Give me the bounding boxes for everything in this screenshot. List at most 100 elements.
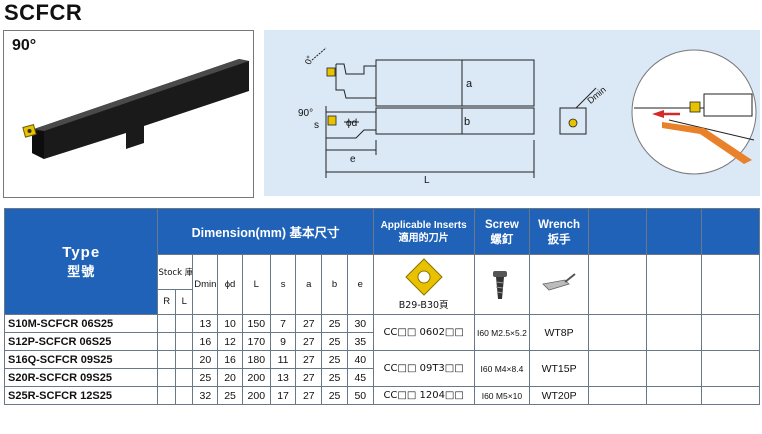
page-title: SCFCR — [4, 0, 83, 25]
row-L: 170 — [241, 332, 271, 351]
row-b: 25 — [321, 332, 348, 351]
blank-sub-3 — [701, 254, 760, 315]
col-dmin: Dmin — [192, 254, 219, 315]
row-type: S16Q-SCFCR 09S25 — [3, 350, 159, 369]
wrench-header: Wrench — [538, 218, 581, 231]
group-screw: I60 M2.5×5.2 — [473, 314, 531, 351]
row-type: S12P-SCFCR 06S25 — [3, 332, 159, 351]
inserts-header-cn: 適用的刀片 — [398, 232, 449, 244]
insert-image — [404, 258, 443, 296]
stock-l — [174, 350, 194, 369]
row-type: S10M-SCFCR 06S25 — [3, 314, 159, 333]
angle-0-label: 0° — [303, 54, 315, 66]
table-row: S25R-SCFCR 12S25 32 25 200 17 27 25 50 C… — [3, 386, 760, 405]
inserts-header: Applicable Inserts — [380, 219, 467, 231]
group-wrench: WT15P — [529, 350, 589, 387]
row-d: 25 — [217, 386, 243, 405]
blank-header-2 — [645, 208, 703, 255]
dmin-label: Dmin — [585, 85, 608, 106]
table-row: S10M-SCFCR 06S25 13 10 150 7 27 25 30 CC… — [3, 314, 760, 351]
col-e: e — [346, 254, 374, 315]
stock-l — [174, 368, 194, 387]
stock-r — [157, 386, 176, 405]
spec-table: Type 型號 Dimension(mm) 基本尺寸 Applicable In… — [3, 208, 760, 405]
technical-drawing: a 0° ϕd b s 90° e L Dmin — [264, 30, 760, 196]
group-wrench: WT20P — [529, 386, 589, 405]
row-dmin: 13 — [192, 314, 219, 333]
col-s: s — [269, 254, 297, 315]
screw-icon — [492, 270, 507, 299]
row-b: 25 — [321, 386, 348, 405]
row-dmin: 16 — [192, 332, 219, 351]
row-type: S25R-SCFCR 12S25 — [3, 386, 159, 405]
blank-g2 — [645, 386, 703, 405]
row-d: 10 — [217, 314, 243, 333]
stock-l — [174, 314, 194, 333]
row-d: 16 — [217, 350, 243, 369]
wrench-header-cell: Wrench 扳手 — [529, 208, 589, 255]
col-d: ϕd — [217, 254, 243, 315]
row-a: 27 — [295, 314, 323, 333]
stock-r — [157, 314, 176, 333]
blank-g3 — [701, 350, 760, 387]
group-wrench: WT8P — [529, 314, 589, 351]
screw-header-cell: Screw 螺釘 — [473, 208, 531, 255]
row-L: 150 — [241, 314, 271, 333]
dim-a-label: a — [466, 78, 473, 90]
row-b: 25 — [321, 368, 348, 387]
angle-label: 90° — [12, 37, 37, 54]
table-row: S20R-SCFCR 09S25 25 20 200 13 27 25 45 — [3, 368, 760, 387]
screw-header-cn: 螺釘 — [490, 231, 514, 246]
stock-header: Stock 庫存 — [157, 254, 194, 290]
row-dmin: 20 — [192, 350, 219, 369]
row-type: S20R-SCFCR 09S25 — [3, 368, 159, 387]
blank-header-1 — [587, 208, 647, 255]
group-insert: CC□□ 0602□□ — [372, 314, 475, 351]
group-screw: I60 M5×10 — [473, 386, 531, 405]
dim-b-label: b — [464, 116, 470, 128]
type-header-cn: 型號 — [67, 264, 96, 280]
row-dmin: 25 — [192, 368, 219, 387]
row-e: 45 — [346, 368, 374, 387]
insert-image-cell: B29-B30頁 — [372, 254, 475, 315]
row-e: 50 — [346, 386, 374, 405]
wrench-header-cn: 扳手 — [547, 231, 571, 246]
type-header-cell: Type 型號 — [3, 208, 159, 315]
stock-r — [157, 368, 176, 387]
row-s: 9 — [269, 332, 297, 351]
row-L: 180 — [241, 350, 271, 369]
wrench-icon — [542, 272, 576, 290]
wrench-image-cell — [529, 254, 589, 315]
row-s: 13 — [269, 368, 297, 387]
dim-e-label: e — [350, 154, 356, 165]
blank-sub-2 — [645, 254, 703, 315]
dim-s-label: s — [314, 120, 319, 131]
col-stock-L: L — [174, 288, 194, 316]
row-s: 11 — [269, 350, 297, 369]
blank-g3 — [701, 314, 760, 351]
dimension-header: Dimension(mm) 基本尺寸 — [157, 208, 374, 255]
group-screw: I60 M4×8.4 — [473, 350, 531, 387]
row-a: 27 — [295, 386, 323, 405]
dim-d-label: ϕd — [346, 118, 357, 129]
angle-90-label: 90° — [298, 108, 313, 119]
row-a: 27 — [295, 368, 323, 387]
blank-g2 — [645, 350, 703, 387]
row-e: 40 — [346, 350, 374, 369]
blank-g1 — [587, 350, 647, 387]
col-a: a — [295, 254, 323, 315]
row-s: 17 — [269, 386, 297, 405]
stock-r — [157, 332, 176, 351]
row-d: 20 — [217, 368, 243, 387]
col-L: L — [241, 254, 271, 315]
blank-sub-1 — [587, 254, 647, 315]
row-dmin: 32 — [192, 386, 219, 405]
inserts-header-cell: Applicable Inserts 適用的刀片 — [372, 208, 475, 255]
blank-header-3 — [701, 208, 760, 255]
dim-L-label: L — [424, 175, 430, 186]
row-d: 12 — [217, 332, 243, 351]
group-insert: CC□□ 09T3□□ — [372, 350, 475, 387]
row-a: 27 — [295, 350, 323, 369]
blank-g2 — [645, 314, 703, 351]
row-L: 200 — [241, 386, 271, 405]
